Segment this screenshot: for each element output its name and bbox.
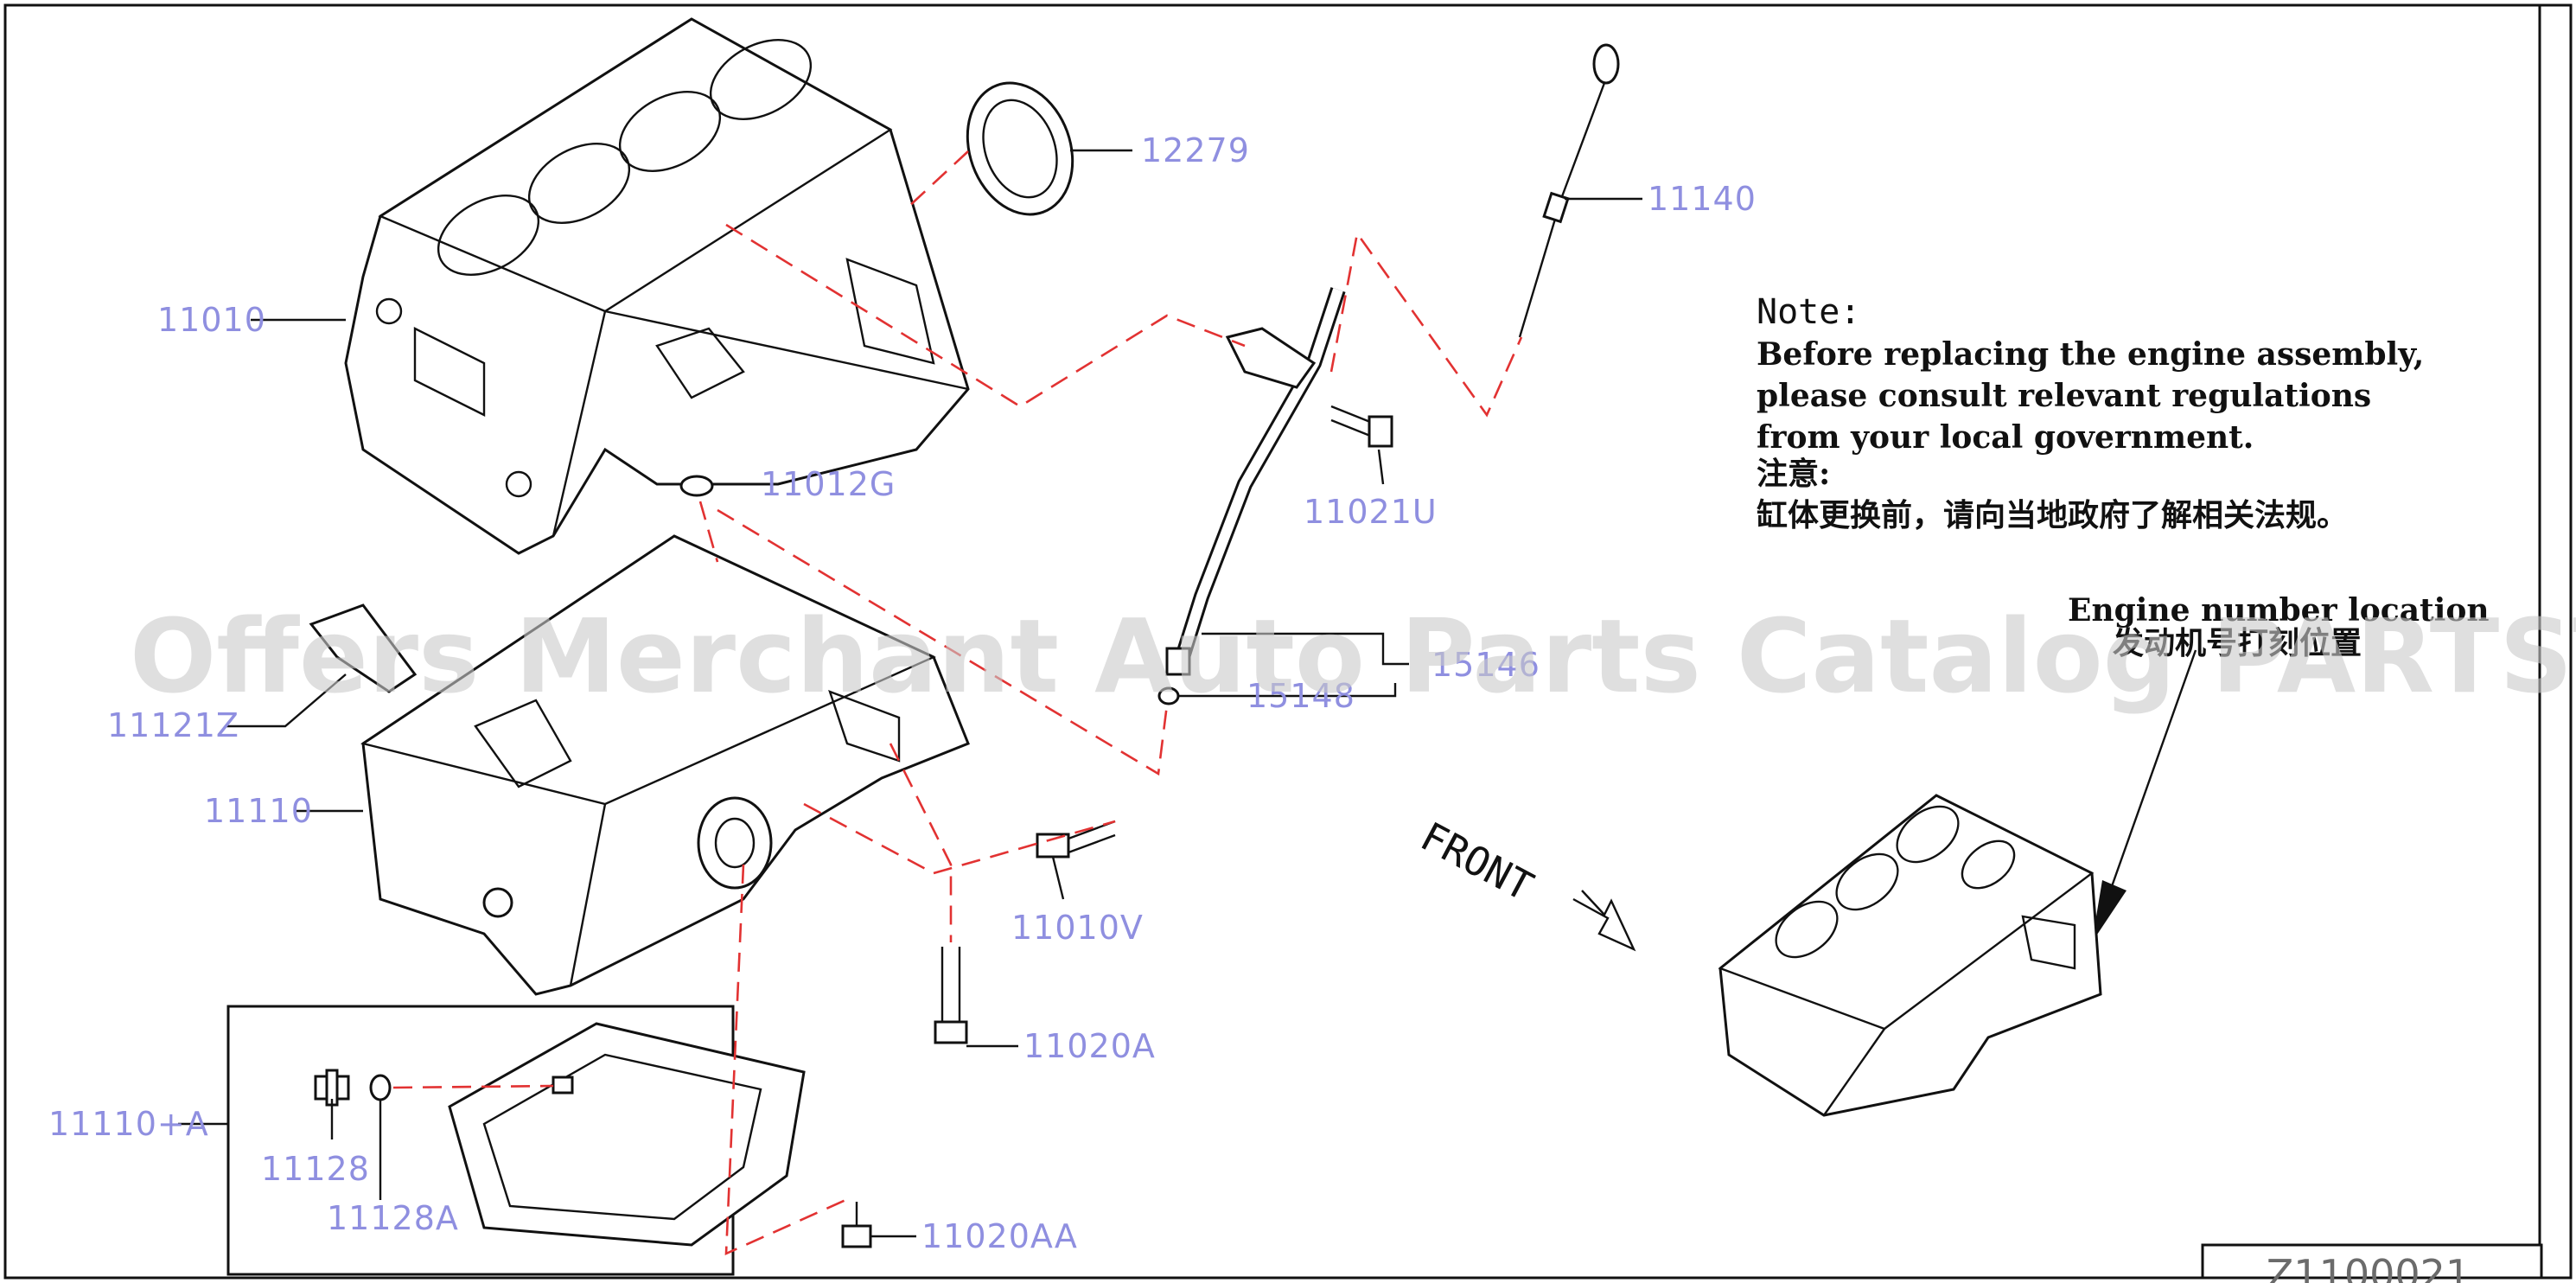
callout-11110a[interactable]: 11110+A	[48, 1105, 209, 1143]
assembly-dash-lines	[392, 150, 1523, 1256]
bolt-11020a	[934, 947, 968, 1044]
drain-washer	[369, 1074, 392, 1101]
dipstick-guide-tube	[1165, 287, 1346, 676]
cylinder-block	[344, 17, 970, 555]
callout-11121z[interactable]: 11121Z	[107, 706, 239, 744]
bolt-11021u	[1330, 405, 1393, 448]
lower-oil-pan	[448, 1022, 806, 1247]
callout-15146[interactable]: 15146	[1431, 646, 1540, 684]
callout-11110[interactable]: 11110	[204, 792, 313, 830]
oil-dipstick	[1518, 43, 1620, 338]
note-line-2: please consult relevant regulations	[1757, 378, 2371, 414]
engine-number-label: Engine number location	[2068, 592, 2490, 629]
callout-11010[interactable]: 11010	[157, 301, 266, 339]
callout-11020a[interactable]: 11020A	[1023, 1027, 1156, 1065]
leader-lines	[178, 149, 1642, 1238]
engine-number-zh-label: 发动机号打刻位置	[2113, 625, 2362, 661]
bolt-11010v	[1036, 820, 1116, 859]
front-label: FRONT	[1413, 813, 1541, 910]
callout-11128[interactable]: 11128	[261, 1150, 370, 1188]
bolt-11020aa	[841, 1202, 872, 1248]
note-line-3: from your local government.	[1757, 419, 2254, 456]
front-arrow-icon	[1572, 890, 1636, 952]
code-box	[2201, 1243, 2543, 1280]
note-block: Note: Before replacing the engine assemb…	[1757, 292, 2424, 533]
callout-11021u[interactable]: 11021U	[1304, 493, 1438, 531]
callout-11140[interactable]: 11140	[1648, 180, 1757, 218]
watermark: Offers Merchant Auto Parts Catalog PARTS…	[130, 597, 2576, 716]
callout-15148[interactable]: 15148	[1247, 677, 1355, 715]
drawing-code: Z1100021	[2267, 1251, 2471, 1283]
callout-11012g[interactable]: 11012G	[761, 465, 896, 503]
note-zh-title: 注意:	[1757, 456, 1830, 492]
upper-oil-pan	[360, 534, 970, 996]
engine-number-arrow	[2092, 880, 2126, 942]
diagram-border	[3, 3, 2573, 1280]
o-ring-15148	[1157, 686, 1180, 705]
rear-oil-seal	[966, 81, 1074, 216]
callout-11010v[interactable]: 11010V	[1011, 909, 1144, 947]
engine-number-inset: Engine number location 发动机号打刻位置	[1718, 592, 2490, 1117]
callout-12279[interactable]: 12279	[1141, 131, 1250, 169]
oil-strainer	[309, 603, 418, 693]
part-callouts: 12279 11140 11010 11012G 11021U 11121Z 1…	[48, 131, 1757, 1255]
front-indicator: FRONT	[1413, 813, 1636, 952]
note-zh-body: 缸体更换前，请向当地政府了解相关法规。	[1757, 497, 2348, 533]
callout-11020aa[interactable]: 11020AA	[921, 1217, 1078, 1255]
gasket-11012g	[679, 475, 714, 497]
callout-11128a[interactable]: 11128A	[327, 1199, 459, 1237]
note-line-1: Before replacing the engine assembly,	[1757, 336, 2424, 373]
note-title: Note:	[1757, 292, 1860, 332]
